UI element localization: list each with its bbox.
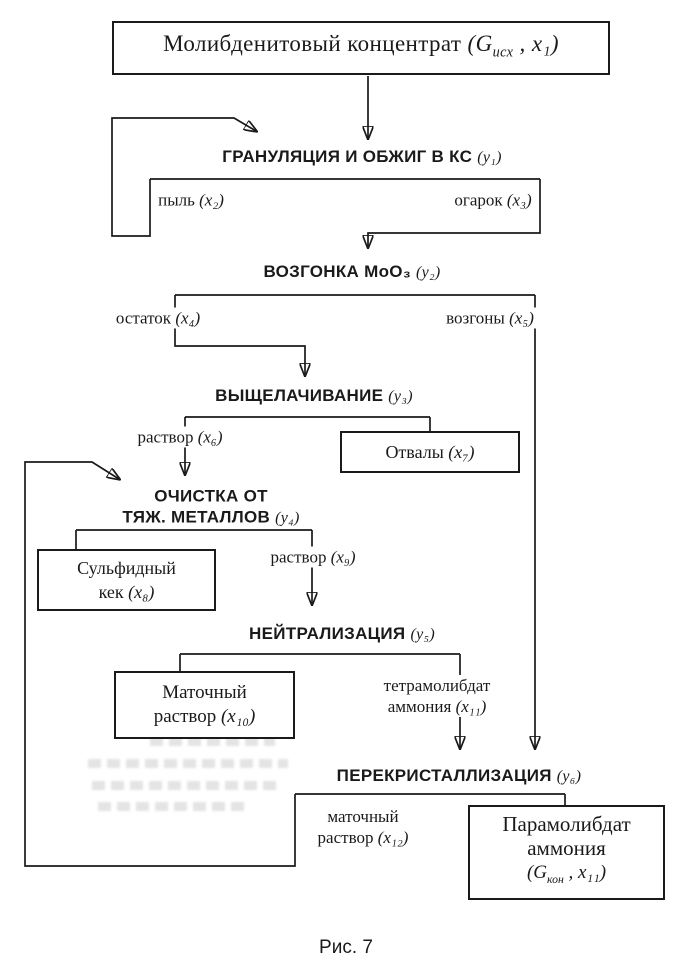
stream-var: (x₁₁) (455, 697, 487, 716)
step-title: НЕЙТРАЛИЗАЦИЯ (249, 624, 406, 643)
step-neutralization: НЕЙТРАЛИЗАЦИЯ (y₅) (246, 623, 438, 645)
stream-residue: остаток (x₄) (112, 307, 204, 329)
stream-label: раствор (137, 427, 194, 447)
step-title: ВЫЩЕЛАЧИВАНИЕ (215, 386, 384, 405)
stream-var: (x₅) (509, 308, 534, 328)
label-text: Молибденитовый концентрат (163, 30, 462, 56)
box-paramolybdate-params: (Gкон , x₁₁) (527, 860, 606, 893)
step-leaching: ВЫЩЕЛАЧИВАНИЕ (y₃) (212, 385, 416, 407)
stream-label: остаток (115, 308, 172, 328)
step-var: (y₄) (275, 509, 300, 527)
step-var: (y₂) (416, 264, 441, 281)
label-param-prefix: (G (461, 30, 493, 56)
step-var: (y₆) (556, 768, 582, 785)
print-bleed-artifact (98, 802, 248, 811)
label-param-prefix: (G (526, 862, 548, 884)
print-bleed-artifact (150, 737, 275, 746)
label-var: (x₁₀) (220, 706, 256, 727)
label-param-sub: исх (492, 44, 514, 61)
stream-sublimates: возгоны (x₅) (443, 307, 537, 329)
stream-var: (x₂) (199, 190, 224, 210)
stream-cinder: огарок (x₃) (451, 189, 535, 211)
step-var: (y₁) (477, 149, 502, 166)
box-sulfide-line1: Сульфидный (77, 558, 176, 578)
box-dumps: Отвалы (x₇) (340, 431, 520, 473)
box-molybdenite-text: Молибденитовый концентрат (Gисх , x₁) (163, 30, 559, 65)
box-mother-liquor-x10: Маточный раствор (x₁₀) (114, 671, 295, 739)
label-text: раствор (153, 706, 217, 727)
step-title-line2: ТЯЖ. МЕТАЛЛОВ (122, 507, 271, 527)
stream-mother-liquor-x12: маточный раствор (x₁₂) (314, 806, 412, 848)
figure-caption: Рис. 7 (319, 937, 373, 958)
label-var: (x₇) (448, 442, 475, 462)
step-title: ПЕРЕКРИСТАЛЛИЗАЦИЯ (336, 766, 552, 785)
step-var: (y₃) (388, 388, 413, 405)
stream-label: возгоны (446, 308, 505, 328)
stream-dust: пыль (x₂) (155, 189, 227, 211)
label-var: (x₈) (128, 582, 155, 602)
stream-tetramolybdate: тетрамолибдат аммония (x₁₁) (380, 675, 494, 717)
label-param-suffix: , x₁) (513, 30, 559, 56)
label-param-sub: кон (547, 872, 564, 886)
box-mother10-line1: Маточный (162, 682, 247, 703)
print-bleed-artifact (92, 781, 282, 790)
connector-cinder-arrow (368, 179, 541, 247)
stream-label-line2: аммония (387, 697, 452, 716)
step-purification-heavy-metals: ОЧИСТКА ОТ ТЯЖ. МЕТАЛЛОВ (y₄) (119, 485, 303, 529)
box-paramolybdate-line2: аммония (527, 836, 606, 861)
step-title: ГРАНУЛЯЦИЯ И ОБЖИГ В КС (222, 147, 473, 166)
label-text: кек (98, 582, 124, 602)
label-text: Отвалы (385, 442, 444, 462)
box-mother10-line2: раствор (x₁₀) (154, 705, 256, 729)
box-paramolybdate: Парамолибдат аммония (Gкон , x₁₁) (468, 805, 665, 900)
stream-label: огарок (454, 190, 503, 210)
stream-var: (x₉) (330, 547, 356, 567)
step-var: (y₅) (410, 626, 435, 643)
stream-label-line2: раствор (317, 828, 374, 847)
step-granulation-roasting: ГРАНУЛЯЦИЯ И ОБЖИГ В КС (y₁) (219, 146, 505, 168)
step-title: ВОЗГОНКА MoO₃ (263, 262, 411, 281)
step-title-line1: ОЧИСТКА ОТ (154, 486, 268, 506)
stream-var: (x₃) (506, 190, 532, 210)
step-sublimation: ВОЗГОНКА MoO₃ (y₂) (260, 261, 444, 283)
box-paramolybdate-line1: Парамолибдат (502, 812, 631, 837)
stream-label-line1: маточный (327, 807, 399, 826)
stream-var: (x₄) (175, 308, 201, 328)
print-bleed-artifact (88, 759, 288, 768)
connector-mother12-recycle (24, 461, 296, 867)
stream-label: раствор (270, 547, 327, 567)
stream-label: пыль (158, 190, 195, 210)
step-recrystallization: ПЕРЕКРИСТАЛЛИЗАЦИЯ (y₆) (333, 765, 585, 787)
box-dumps-text: Отвалы (x₇) (385, 440, 474, 464)
stream-solution-x6: раствор (x₆) (134, 426, 226, 448)
box-sulfide-cake: Сульфидный кек (x₈) (37, 549, 216, 611)
stream-solution-x9: раствор (x₉) (267, 546, 359, 568)
connector-dust-recycle (111, 117, 256, 237)
stream-var: (x₁₂) (377, 828, 409, 847)
label-param-suffix: , x₁₁) (563, 862, 607, 884)
stream-label-line1: тетрамолибдат (383, 676, 491, 695)
box-sulfide-line2: кек (x₈) (99, 580, 155, 604)
box-molybdenite-concentrate: Молибденитовый концентрат (Gисх , x₁) (112, 21, 610, 75)
stream-var: (x₆) (197, 427, 223, 447)
